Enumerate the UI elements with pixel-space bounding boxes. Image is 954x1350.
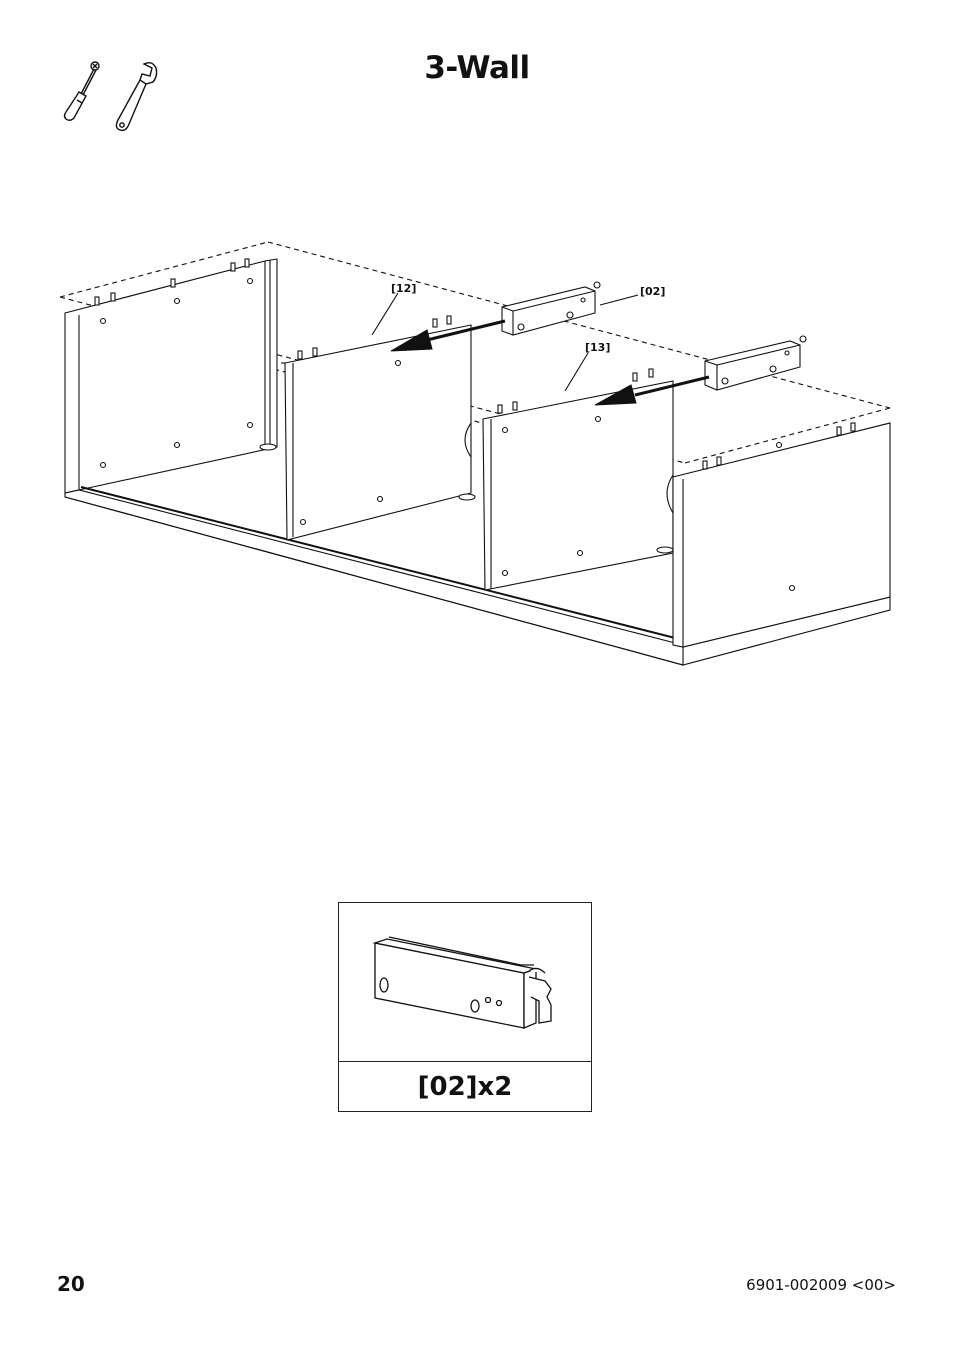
leader-02: [600, 295, 638, 305]
left-side-panel: [65, 259, 277, 493]
document-code: 6901-002009 <00>: [746, 1276, 896, 1294]
page-number: 20: [57, 1272, 85, 1296]
callout-panel-13: [13]: [585, 341, 610, 354]
page-title: 3-Wall: [0, 50, 954, 86]
bracket-02-icon: [339, 903, 591, 1061]
assembly-drawing: [55, 235, 895, 670]
leader-12: [372, 293, 398, 335]
parts-box: [02]x2: [338, 902, 592, 1112]
right-side-panel: [673, 423, 890, 647]
part-illustration: [339, 903, 591, 1062]
assembly-diagram: [12] [13] [02]: [55, 235, 895, 670]
callout-panel-12: [12]: [391, 282, 416, 295]
callout-bracket-02: [02]: [640, 285, 665, 298]
divider-panel-12: [281, 325, 471, 540]
part-quantity-label: [02]x2: [339, 1062, 591, 1111]
leader-13: [565, 353, 588, 391]
